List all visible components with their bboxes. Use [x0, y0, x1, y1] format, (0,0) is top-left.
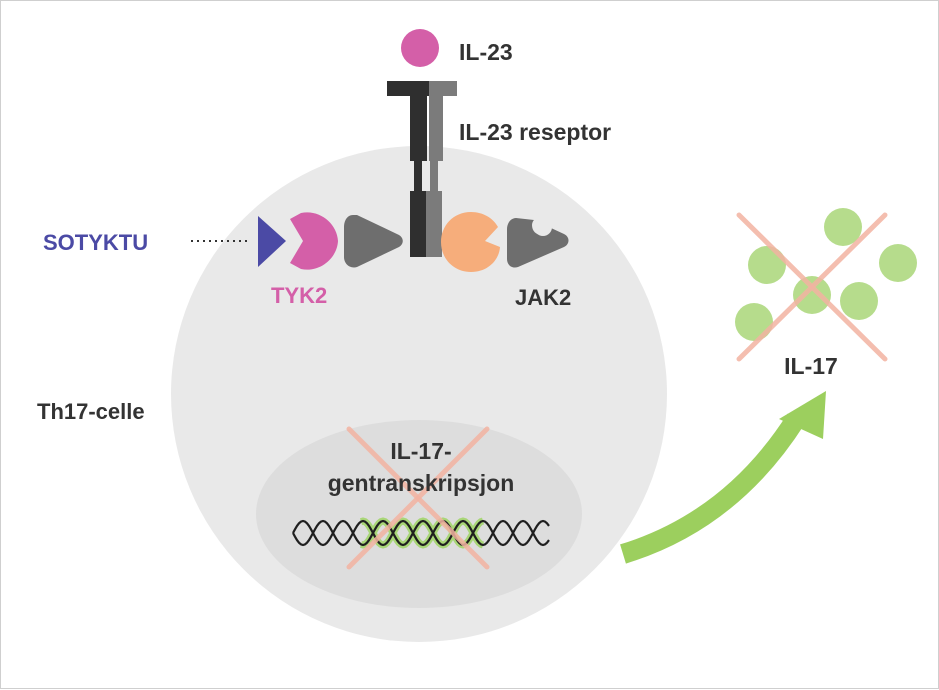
il17-particle [793, 276, 831, 314]
il17-particle [879, 244, 917, 282]
il17-particles [735, 208, 917, 341]
receptor-label: IL-23 reseptor [459, 119, 611, 145]
transcription-label-line2: gentranskripsjon [328, 470, 515, 496]
il23-receptor [387, 81, 457, 257]
il17-particle [735, 303, 773, 341]
sotyktu-label: SOTYKTU [43, 230, 148, 255]
tyk2-enzyme [290, 212, 338, 270]
il17-particle [748, 246, 786, 284]
dna-strand [292, 519, 550, 547]
secretion-arrow [620, 391, 826, 564]
nucleus [256, 420, 582, 608]
il17-particle [840, 282, 878, 320]
il17-particle [824, 208, 862, 246]
jak2-enzyme [507, 218, 569, 268]
receptor-chain-dark [387, 81, 430, 257]
cell-label: Th17-celle [37, 399, 145, 424]
il23-label: IL-23 [459, 39, 513, 65]
blocked-transcription-cross [346, 426, 490, 570]
jak2-binding-notch [534, 218, 552, 236]
tyk2-label: TYK2 [271, 283, 327, 308]
sotyktu-inhibitor [258, 216, 286, 267]
il23-ligand [401, 29, 439, 67]
jak2-label: JAK2 [515, 285, 571, 310]
arrow-head [779, 391, 826, 439]
receptor-chain-light [426, 81, 457, 257]
jak2-partner-orange [441, 212, 500, 272]
dna-strand [292, 519, 550, 547]
transcription-label-line1: IL-17- [390, 438, 451, 464]
il17-label: IL-17 [784, 353, 838, 379]
jak-domain [344, 215, 403, 268]
curved-arrow-icon [620, 413, 805, 564]
blocked-release-cross [736, 212, 888, 362]
